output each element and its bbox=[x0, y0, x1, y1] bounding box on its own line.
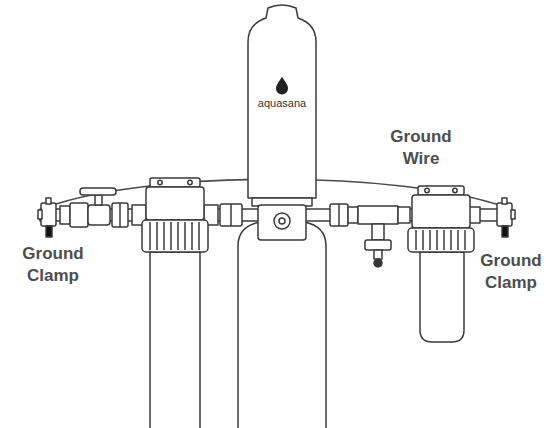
sediment-filter-part bbox=[146, 187, 204, 220]
ground-clamp-symbol bbox=[38, 198, 56, 237]
post-filter-part bbox=[420, 252, 464, 342]
filter-tank-part bbox=[274, 213, 290, 229]
clamp-label-box: Ground Clamp bbox=[12, 243, 94, 287]
sediment-filter-part bbox=[142, 220, 208, 252]
tee-fitting-part bbox=[348, 207, 358, 223]
valve-symbol-part bbox=[60, 206, 70, 224]
tee-fitting-part bbox=[398, 207, 410, 223]
tee-fitting-part bbox=[365, 240, 391, 250]
clamp-label-box: Ground Clamp bbox=[476, 250, 546, 294]
valve-symbol-part bbox=[80, 188, 116, 195]
wire-label-box: Ground Wire bbox=[380, 126, 462, 170]
ground-clamp-symbol-part bbox=[502, 198, 507, 204]
ground-clamp-symbol-part bbox=[497, 203, 512, 226]
ground-clamp-symbol-part bbox=[38, 210, 42, 219]
post-filter-part bbox=[453, 188, 457, 192]
post-filter-part bbox=[418, 186, 464, 195]
valve-symbol-part bbox=[112, 203, 128, 227]
tee-fitting-part bbox=[372, 224, 384, 240]
valve-symbol-part bbox=[95, 195, 102, 205]
filter-tank-part bbox=[238, 222, 326, 428]
post-filter-part bbox=[416, 230, 465, 250]
ground-clamp-symbol bbox=[497, 198, 515, 237]
filter-tank-part bbox=[258, 205, 306, 240]
post-filter-part bbox=[412, 195, 470, 228]
tee-fitting-part bbox=[374, 250, 382, 259]
tee-fitting-part bbox=[358, 206, 398, 224]
sediment-filter-part bbox=[188, 180, 192, 184]
union-fitting-part bbox=[220, 204, 242, 226]
sediment-filter-part bbox=[150, 252, 200, 428]
ground-clamp-symbol-part bbox=[46, 226, 52, 237]
ground-clamp-symbol-part bbox=[46, 198, 51, 204]
tee-fitting-part bbox=[338, 204, 340, 226]
ground-clamp-symbol-part bbox=[502, 226, 508, 237]
post-filter-part bbox=[425, 188, 429, 192]
ground-clamp-symbol-part bbox=[41, 203, 56, 226]
post-filter-part bbox=[408, 228, 474, 252]
valve-symbol-part bbox=[70, 203, 88, 227]
filter-tank-part bbox=[276, 77, 288, 95]
sediment-filter-part bbox=[150, 178, 200, 187]
valve-symbol bbox=[60, 188, 128, 227]
valve-symbol-part bbox=[119, 203, 121, 227]
tee-fitting bbox=[330, 204, 410, 267]
sediment-filter-part bbox=[150, 222, 199, 250]
brand-logo-text-box: aquasana bbox=[247, 93, 317, 111]
valve-symbol-part bbox=[88, 205, 110, 225]
tee-fitting-part bbox=[374, 259, 382, 267]
sediment-filter bbox=[132, 178, 218, 428]
filter-tank-part bbox=[248, 5, 316, 198]
filter-tank-part bbox=[279, 218, 285, 224]
post-filter bbox=[408, 186, 480, 342]
ground-clamp-symbol-part bbox=[511, 210, 515, 219]
wire-label: Ground Wire bbox=[380, 126, 462, 170]
brand-logo-text: aquasana bbox=[258, 96, 306, 110]
union-fitting-part bbox=[230, 204, 232, 226]
tee-fitting-part bbox=[330, 204, 348, 226]
sediment-filter-part bbox=[158, 180, 162, 184]
clamp-label: Ground Clamp bbox=[476, 250, 546, 294]
clamp-label: Ground Clamp bbox=[12, 243, 94, 287]
union-fitting bbox=[220, 204, 242, 226]
filter-tank bbox=[238, 5, 326, 428]
